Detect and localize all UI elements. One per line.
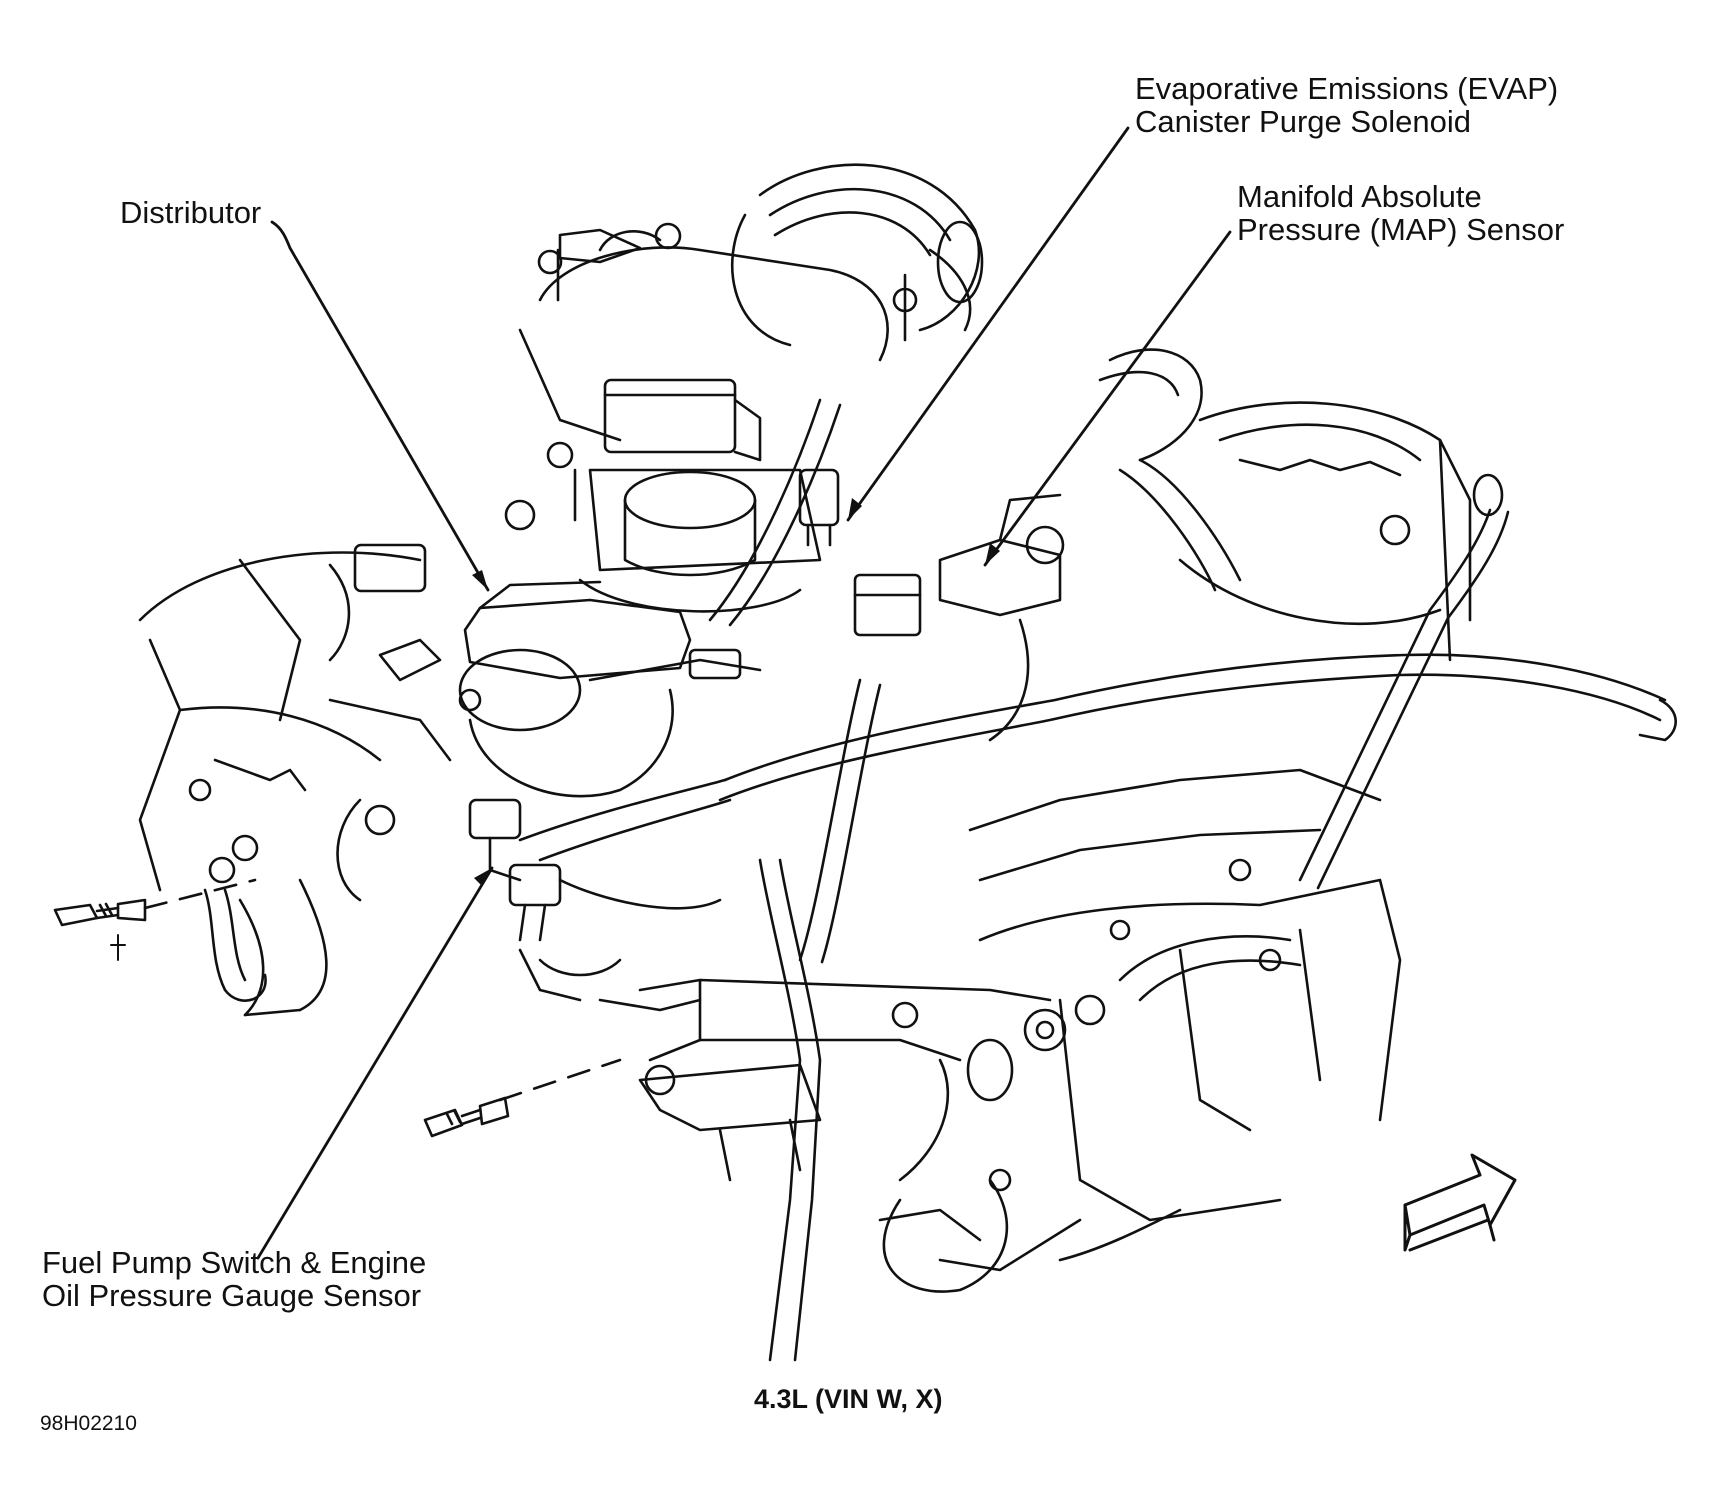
oil-pressure-sensor [336,798,722,1012]
intake-plenum [518,222,918,462]
fuel-pump-label-line2: Oil Pressure Gauge Sensor [42,1278,422,1313]
map-sensor-area [798,468,1065,742]
front-direction-arrow-icon [1403,1153,1517,1252]
map-sensor-label: Manifold Absolute Pressure (MAP) Sensor [1237,180,1564,246]
map-label-line2: Pressure (MAP) Sensor [1237,212,1565,247]
leader-distributor [270,220,490,592]
distributor-body [458,580,762,798]
fuel-pump-label-line1: Fuel Pump Switch & Engine [42,1245,427,1280]
bolt-icon [423,1096,510,1138]
install-line-left [143,878,257,910]
mount-bracket [638,1063,822,1182]
dipstick [1298,473,1510,890]
leader-evap [846,126,1130,522]
leader-map [983,230,1232,567]
bolt-icon [53,898,147,961]
leader-arrowheads [472,498,1000,886]
exhaust-manifold [968,768,1402,1222]
figure-id: 98H02210 [40,1412,137,1435]
distributor-label: Distributor [120,195,262,230]
left-cylinder-head [138,543,452,892]
evap-label-line1: Evaporative Emissions (EVAP) [1135,71,1559,106]
engine-caption: 4.3L (VIN W, X) [754,1384,943,1414]
map-label-line1: Manifold Absolute [1237,179,1482,214]
fuel-pump-switch-label: Fuel Pump Switch & Engine Oil Pressure G… [42,1246,426,1312]
throttle-body [504,441,822,613]
evap-solenoid-label: Evaporative Emissions (EVAP) Canister Pu… [1135,72,1558,138]
air-intake [730,163,984,347]
alternator [1178,401,1472,662]
engine-block [638,978,1182,1293]
evap-label-line2: Canister Purge Solenoid [1135,104,1472,139]
leader-fuel-pump [256,866,494,1260]
ground-strap [203,834,267,1002]
install-line-right [498,1058,622,1102]
leader-lines [256,126,1232,1260]
wiring-harness [238,348,1677,1362]
